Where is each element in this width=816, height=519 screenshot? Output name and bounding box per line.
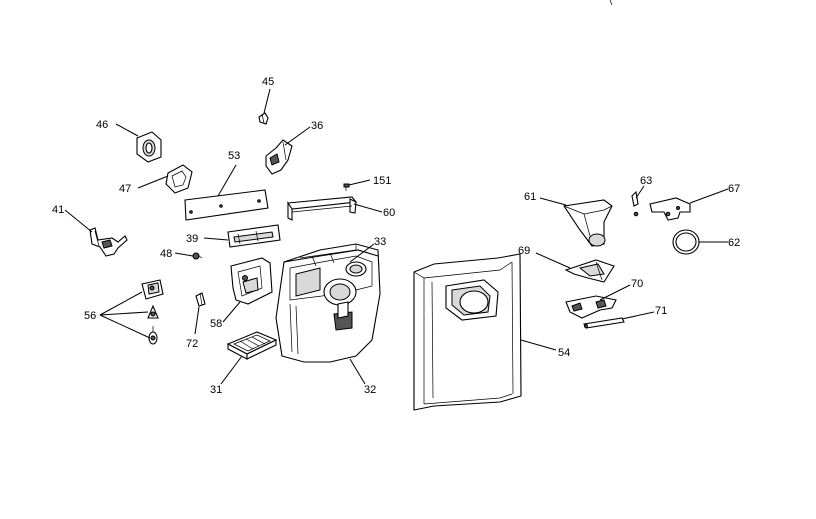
part-67-bracket — [649, 197, 691, 221]
part-46-knob — [136, 131, 162, 163]
callout-41: 41 — [52, 204, 64, 216]
callout-31: 31 — [210, 384, 222, 396]
part-47-frame — [165, 164, 193, 194]
callout-69: 69 — [518, 245, 530, 257]
part-54-door — [413, 253, 522, 411]
callout-46: 46 — [96, 119, 108, 131]
callout-47: 47 — [119, 183, 131, 195]
part-31-drip-tray — [226, 331, 278, 360]
callout-60: 60 — [383, 207, 395, 219]
callout-32: 32 — [364, 384, 376, 396]
callout-53: 53 — [228, 150, 240, 162]
part-48-nut — [192, 252, 203, 260]
callout-33: 33 — [374, 236, 386, 248]
callout-58: 58 — [210, 318, 222, 330]
callout-72: 72 — [186, 338, 198, 350]
part-61-chute — [563, 199, 613, 247]
part-36-bracket — [265, 139, 293, 175]
part-41-lever — [89, 227, 128, 257]
part-63-spring — [631, 190, 639, 217]
part-71-rod — [583, 317, 625, 329]
part-62-ring — [672, 229, 700, 255]
part-39-bar — [227, 224, 281, 248]
callout-63: 63 — [640, 175, 652, 187]
edge-mark — [609, 0, 613, 6]
callout-45: 45 — [262, 76, 274, 88]
callout-36: 36 — [311, 120, 323, 132]
callout-61: 61 — [524, 191, 536, 203]
callout-54: 54 — [558, 347, 570, 359]
callout-labels: 45 46 36 53 47 151 60 41 39 48 33 56 58 … — [52, 76, 740, 396]
part-53-plate — [184, 189, 269, 221]
part-60-rail — [287, 196, 358, 221]
callout-48: 48 — [160, 248, 172, 260]
callout-71: 71 — [655, 305, 667, 317]
callout-56: 56 — [84, 310, 96, 322]
part-56-group — [141, 279, 164, 345]
callout-70: 70 — [631, 278, 643, 290]
part-69-flap — [564, 259, 615, 283]
callout-67: 67 — [728, 183, 740, 195]
part-70-actuator — [565, 295, 617, 319]
part-151-screw — [343, 183, 350, 191]
part-45-clip — [258, 112, 269, 125]
callout-151: 151 — [373, 175, 391, 187]
part-58-bracket — [230, 257, 273, 305]
part-72-latch — [195, 292, 206, 307]
part-33-housing — [275, 243, 381, 363]
callout-39: 39 — [186, 233, 198, 245]
callout-62: 62 — [728, 237, 740, 249]
leader-lines — [64, 88, 729, 385]
